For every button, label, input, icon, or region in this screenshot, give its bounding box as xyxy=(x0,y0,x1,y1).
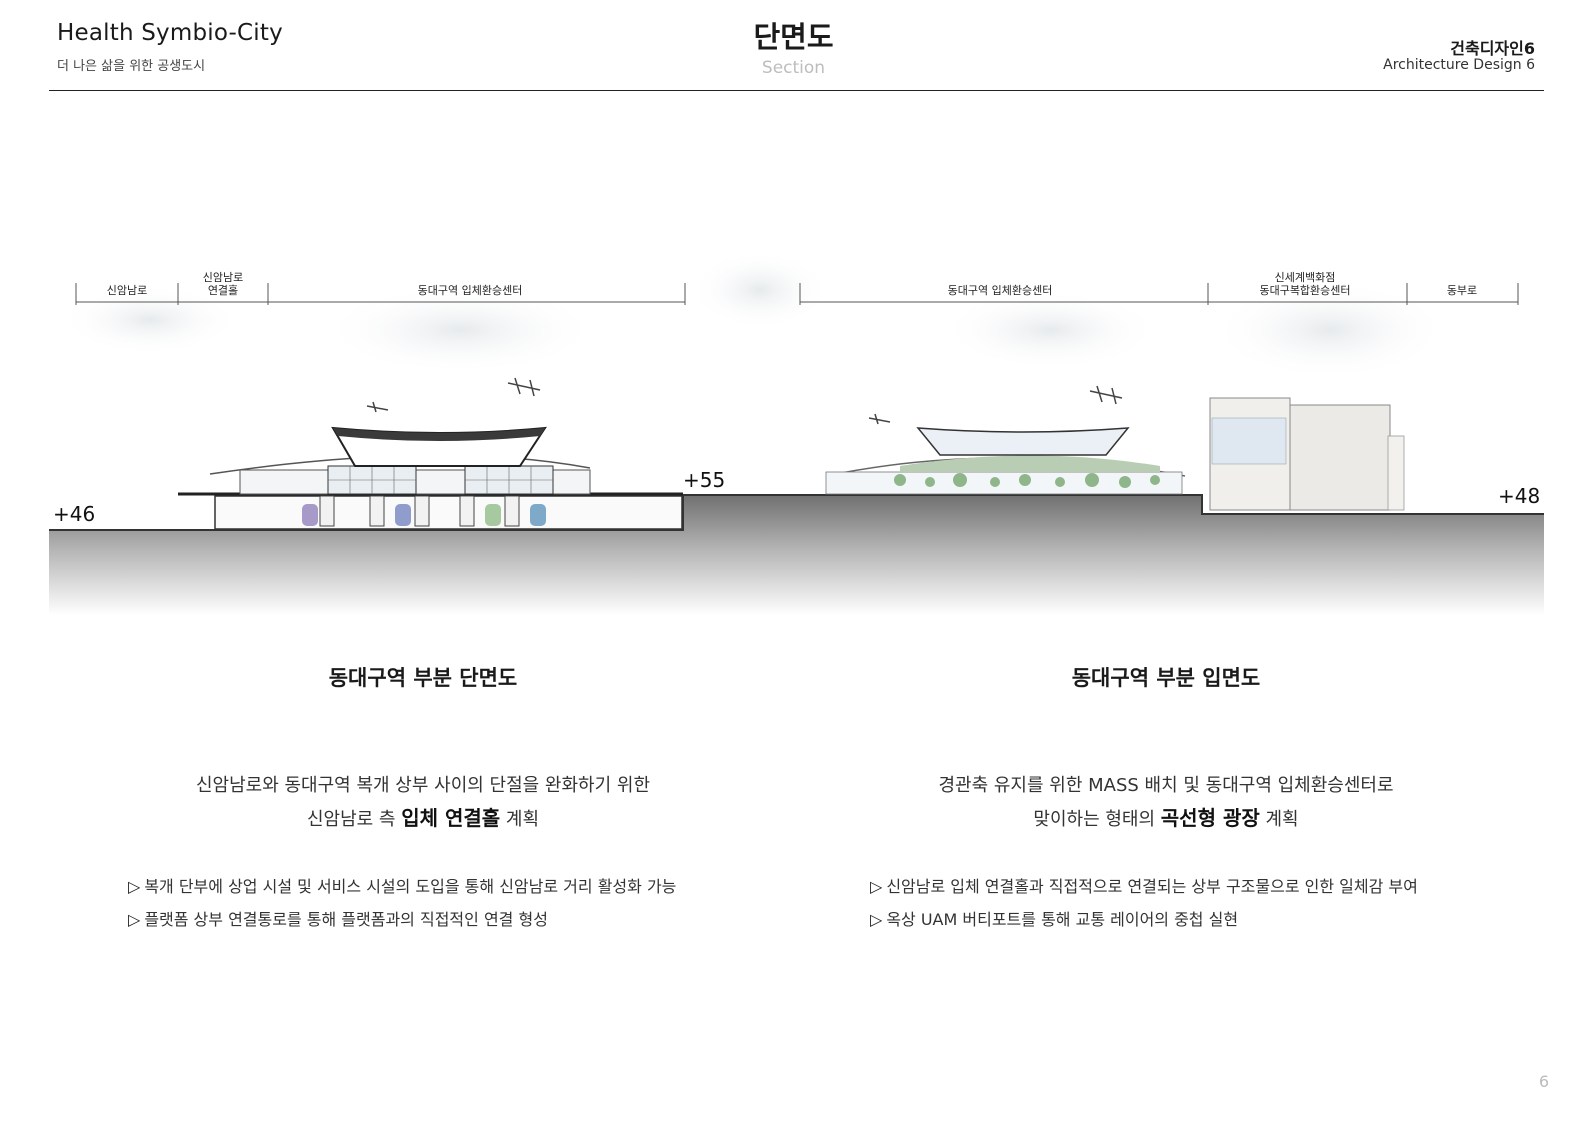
left-description-line2: 신암남로 측 입체 연결홀 계획 xyxy=(306,806,540,830)
page-number: 6 xyxy=(1538,1072,1549,1091)
right-bullet-2: ▷옥상 UAM 버티포트를 통해 교통 레이어의 중첩 실현 xyxy=(870,910,1239,929)
sheet-subtitle: Section xyxy=(761,58,826,78)
right-description-line2: 맞이하는 형태의 곡선형 광장 계획 xyxy=(1033,806,1299,830)
uam-drone-icon xyxy=(366,377,1123,425)
left-description-line1: 신암남로와 동대구역 복개 상부 사이의 단절을 완화하기 위한 xyxy=(195,775,651,796)
tree-icon xyxy=(894,473,1160,488)
right-bullet-1: ▷신암남로 입체 연결홀과 직접적으로 연결되는 상부 구조물으로 인한 일체감… xyxy=(870,877,1418,896)
elevation-dimension-line xyxy=(799,283,1519,305)
triangle-bullet-icon: ▷ xyxy=(870,910,883,929)
triangle-bullet-icon: ▷ xyxy=(870,877,883,896)
station-platform-section xyxy=(178,492,683,530)
transfer-center-section xyxy=(209,426,591,495)
department-store-elevation xyxy=(1209,397,1405,511)
sky-clouds xyxy=(60,250,1450,380)
dim-label-dongbu-road: 동부로 xyxy=(1446,284,1478,297)
transfer-center-elevation xyxy=(825,427,1186,495)
left-bullet-2: ▷플랫폼 상부 연결통로를 통해 플랫폼과의 직접적인 연결 형성 xyxy=(128,910,548,929)
right-description: 경관축 유지를 위한 MASS 배치 및 동대구역 입체환승센터로 맞이하는 형… xyxy=(816,769,1516,836)
dim-label-transfer-center-right: 동대구역 입체환승센터 xyxy=(947,284,1053,297)
train-icon xyxy=(302,504,546,526)
dim-label-sinam-road: 신암남로 xyxy=(106,284,148,297)
elevation-marker-55: +55 xyxy=(683,468,726,492)
section-elevation-drawing xyxy=(49,250,1544,615)
right-caption: 동대구역 부분 입면도 xyxy=(1071,666,1261,690)
section-dimension-line xyxy=(75,283,686,305)
left-description: 신암남로와 동대구역 복개 상부 사이의 단절을 완화하기 위한 신암남로 측 … xyxy=(73,769,773,836)
left-bullet-1: ▷복개 단부에 상업 시설 및 서비스 시설의 도입을 통해 신암남로 거리 활… xyxy=(128,877,677,896)
right-description-line1: 경관축 유지를 위한 MASS 배치 및 동대구역 입체환승센터로 xyxy=(938,775,1394,796)
triangle-bullet-icon: ▷ xyxy=(128,910,141,929)
dim-label-sinam-connection-hall: 신암남로 연결홀 xyxy=(202,271,244,297)
course-title-en: Architecture Design 6 xyxy=(1383,57,1535,73)
elevation-marker-48: +48 xyxy=(1498,484,1541,508)
course-title-ko: 건축디자인6 xyxy=(1450,39,1535,58)
sheet-title: 단면도 xyxy=(753,20,834,54)
elevation-marker-46: +46 xyxy=(53,502,96,526)
ground-section xyxy=(49,495,1544,615)
project-subtitle: 더 나은 삶을 위한 공생도시 xyxy=(57,59,206,74)
dim-label-shinsegae: 신세계백화점 동대구복합환승센터 xyxy=(1259,271,1351,297)
left-caption: 동대구역 부분 단면도 xyxy=(328,666,518,690)
triangle-bullet-icon: ▷ xyxy=(128,877,141,896)
header-divider xyxy=(49,90,1544,91)
dim-label-transfer-center-left: 동대구역 입체환승센터 xyxy=(417,284,523,297)
project-title: Health Symbio-City xyxy=(57,20,283,46)
